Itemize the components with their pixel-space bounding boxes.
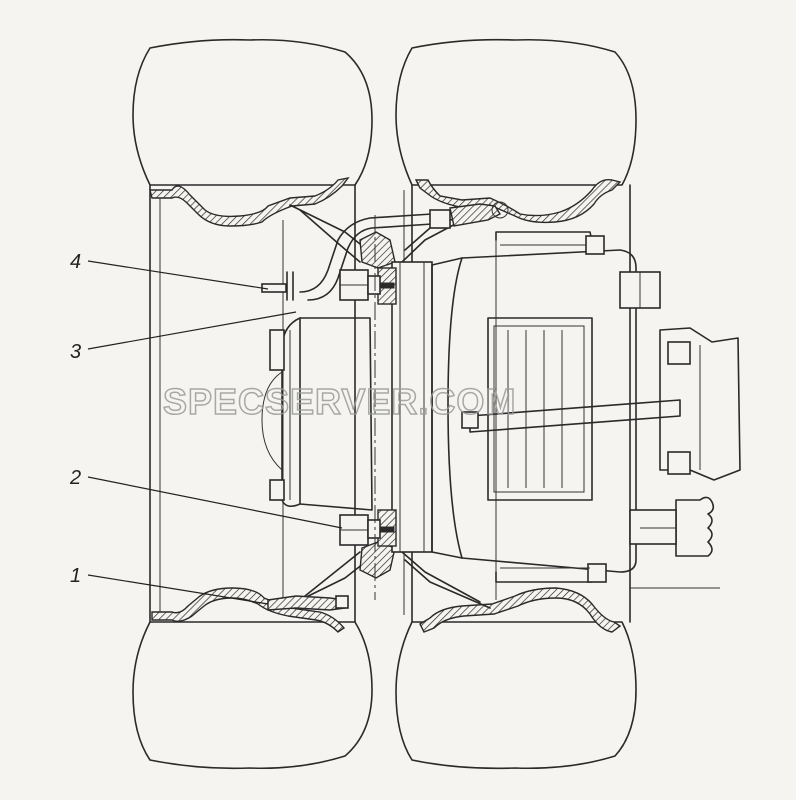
callout-3-label: 3: [70, 341, 81, 363]
brake-caliper: [431, 231, 681, 583]
upper-rim-right: [414, 179, 622, 224]
callout-4-label: 4: [70, 251, 81, 273]
hub: [261, 317, 373, 511]
watermark-text: SPECSERVER.COM: [163, 381, 516, 422]
callout-2-label: 2: [69, 467, 81, 489]
callout-2: 2: [69, 467, 343, 529]
lower-rim-left: [151, 587, 346, 633]
wheel-nut-upper: [339, 269, 395, 301]
upper-rim-left: [149, 176, 350, 227]
callout-1-label: 1: [70, 565, 81, 587]
callout-1: 1: [70, 565, 269, 605]
wheel-disc: [289, 204, 491, 609]
valve-extension-tube: [261, 201, 509, 301]
lower-valve: [267, 595, 349, 611]
brake-actuator: [629, 327, 741, 589]
lower-rim-right: [419, 587, 622, 633]
wheel-nut-lower: [339, 514, 395, 546]
callout-4: 4: [70, 251, 269, 290]
callout-3: 3: [70, 311, 297, 363]
flange: [377, 261, 433, 553]
